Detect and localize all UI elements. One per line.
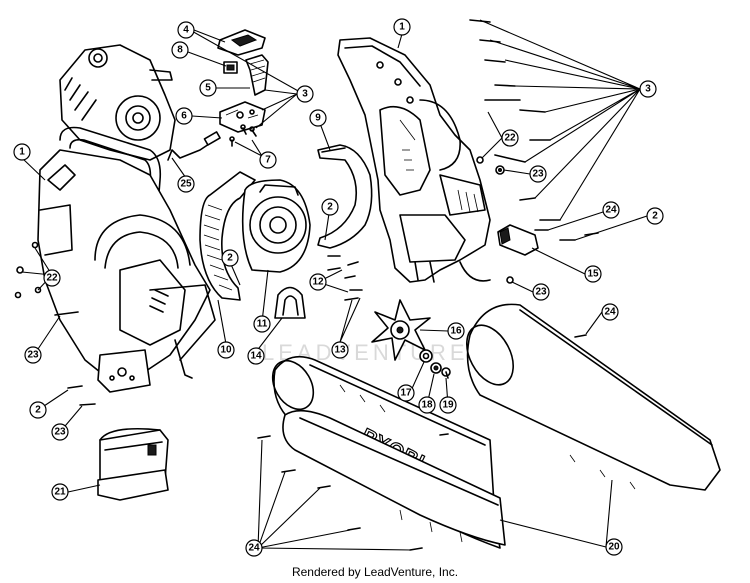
callout-6: 6 [175, 107, 193, 125]
clip-part-15 [497, 224, 539, 256]
callout-13: 13 [331, 341, 349, 359]
svg-text:23: 23 [535, 287, 547, 298]
callout-2-right: 2 [646, 207, 664, 225]
bracket-part-14 [274, 286, 306, 319]
washer-part-18 [430, 362, 442, 374]
svg-text:25: 25 [180, 179, 192, 190]
svg-text:22: 22 [46, 273, 58, 284]
callout-3-left: 3 [296, 85, 314, 103]
callout-21: 21 [51, 483, 69, 501]
callout-7: 7 [259, 151, 277, 169]
svg-text:1: 1 [399, 22, 405, 33]
scroll-part-9 [317, 144, 373, 249]
svg-text:6: 6 [181, 111, 187, 122]
callout-22-right: 22 [501, 129, 519, 147]
callout-2-mid-left: 2 [221, 249, 239, 267]
footer-credit: Rendered by LeadVenture, Inc. [292, 565, 458, 579]
svg-text:23: 23 [54, 427, 66, 438]
screws-part-7 [229, 124, 257, 147]
callout-18: 18 [418, 396, 436, 414]
callout-17: 17 [397, 384, 415, 402]
callout-24-right-lower: 24 [601, 303, 619, 321]
callout-4: 4 [177, 21, 195, 39]
callout-14: 14 [247, 347, 265, 365]
callout-9: 9 [309, 109, 327, 127]
impeller-housing-part-10 [199, 171, 256, 301]
battery-base-part-21 [97, 427, 169, 501]
svg-text:14: 14 [250, 351, 262, 362]
blower-tube-front [282, 409, 506, 546]
svg-text:2: 2 [652, 211, 658, 222]
svg-text:22: 22 [504, 133, 516, 144]
callout-24-right: 24 [602, 201, 620, 219]
blower-tube-right [466, 303, 721, 491]
callout-12: 12 [309, 273, 327, 291]
svg-text:4: 4 [183, 25, 189, 36]
callout-1-left: 1 [13, 143, 31, 161]
svg-text:5: 5 [205, 83, 211, 94]
nut-part-19 [441, 367, 451, 379]
svg-text:18: 18 [421, 400, 433, 411]
callout-19: 19 [439, 396, 457, 414]
callout-16: 16 [447, 322, 465, 340]
svg-text:10: 10 [220, 345, 232, 356]
callout-23-bottom-left: 23 [51, 423, 69, 441]
svg-text:17: 17 [400, 388, 412, 399]
svg-text:3: 3 [302, 89, 308, 100]
svg-text:12: 12 [312, 277, 324, 288]
washer-part-17 [419, 349, 433, 363]
svg-text:24: 24 [604, 307, 616, 318]
lock-button-part-8 [223, 61, 238, 74]
trigger-part-5 [245, 54, 269, 96]
impeller-part-16 [371, 299, 431, 361]
svg-text:23: 23 [532, 169, 544, 180]
svg-text:21: 21 [54, 487, 66, 498]
callout-15: 15 [584, 265, 602, 283]
svg-text:16: 16 [450, 326, 462, 337]
callout-2-bottom-left: 2 [29, 401, 47, 419]
fan-cover-part-11 [241, 179, 311, 273]
switch-assembly-part-6 [219, 101, 266, 133]
callout-23-right-bottom: 23 [532, 283, 550, 301]
left-blower-housing [37, 44, 216, 393]
svg-text:8: 8 [177, 45, 183, 56]
callout-3-right: 3 [639, 80, 657, 98]
callout-23-left: 23 [24, 346, 42, 364]
svg-text:2: 2 [227, 253, 233, 264]
svg-text:23: 23 [27, 350, 39, 361]
right-blower-housing [337, 37, 491, 283]
svg-text:15: 15 [587, 269, 599, 280]
wire-harness-part-25 [167, 131, 221, 161]
svg-text:20: 20 [608, 542, 620, 553]
svg-text:2: 2 [35, 405, 41, 416]
svg-text:2: 2 [327, 202, 333, 213]
svg-text:7: 7 [265, 155, 271, 166]
callout-1-right: 1 [393, 18, 411, 36]
callout-2-top: 2 [321, 198, 339, 216]
svg-text:19: 19 [442, 400, 454, 411]
callout-20: 20 [605, 538, 623, 556]
svg-text:9: 9 [315, 113, 321, 124]
callout-25: 25 [177, 175, 195, 193]
svg-text:24: 24 [248, 543, 260, 554]
switch-cover-part-4 [217, 29, 266, 56]
callout-22-left: 22 [43, 269, 61, 287]
callout-24-bottom: 24 [245, 539, 263, 557]
callout-11: 11 [253, 315, 271, 333]
svg-text:3: 3 [645, 84, 651, 95]
svg-text:24: 24 [605, 205, 617, 216]
callout-10: 10 [217, 341, 235, 359]
callout-8: 8 [171, 41, 189, 59]
callout-5: 5 [199, 79, 217, 97]
callout-23-right-top: 23 [529, 165, 547, 183]
svg-text:11: 11 [257, 319, 268, 330]
svg-text:1: 1 [19, 147, 25, 158]
svg-text:13: 13 [334, 345, 346, 356]
